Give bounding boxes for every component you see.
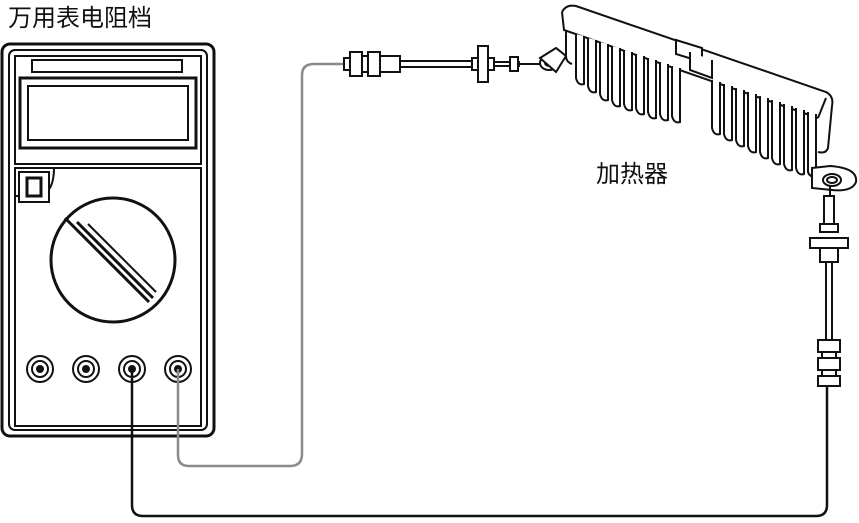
right-connector [809,186,849,387]
rotary-dial [49,196,177,324]
meter-display [18,76,198,150]
multimeter [0,42,216,438]
heater-label: 加热器 [596,160,668,188]
heater [538,4,858,192]
jack-2 [72,355,100,383]
test-lead-black [130,369,829,518]
power-button [18,171,50,203]
multimeter-label: 万用表电阻档 [8,4,152,32]
jack-1 [26,355,54,383]
top-connector [343,45,559,83]
test-lead-gray [176,62,347,468]
